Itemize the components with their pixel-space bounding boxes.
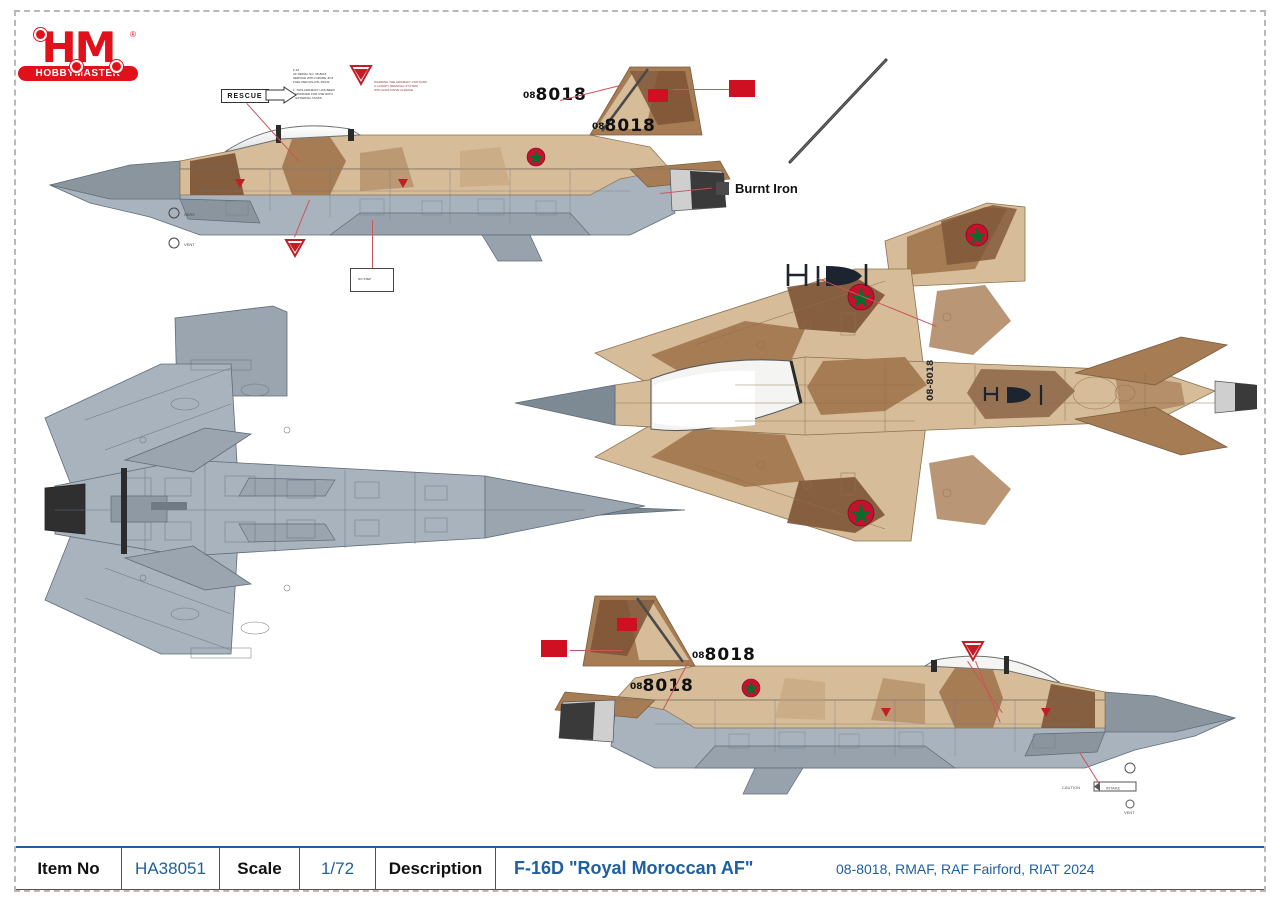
view-side-left-upper bbox=[48, 66, 731, 262]
ejection-seat-warning-icon bbox=[284, 239, 306, 259]
gear-icon bbox=[34, 28, 47, 41]
lower-stencil-details: INTAKE CAUTION VENT bbox=[1062, 762, 1137, 815]
flag-marking-swatch bbox=[541, 640, 567, 657]
description-note-cell: 08-8018, RMAF, RAF Fairford, RIAT 2024 bbox=[836, 860, 1095, 877]
registered-mark: ® bbox=[130, 30, 136, 39]
rescue-arrow-icon bbox=[265, 86, 297, 104]
burnt-iron-callout: Burnt Iron bbox=[716, 181, 798, 196]
serial-callout-tail-lower: 088018 bbox=[592, 116, 656, 136]
description-value-cell: F-16D "Royal Moroccan AF" bbox=[514, 858, 754, 878]
hobbymaster-logo: ® HM HOBBYMASTER bbox=[18, 26, 138, 90]
logo-wordmark: HOBBYMASTER bbox=[18, 66, 138, 81]
scale-label-cell: Scale bbox=[220, 848, 300, 889]
item-no-label-cell: Item No bbox=[16, 848, 122, 889]
leader-line bbox=[570, 650, 622, 651]
svg-text:INTAKE: INTAKE bbox=[1106, 786, 1120, 791]
roundel-icon bbox=[741, 678, 761, 698]
svg-text:CAUTION: CAUTION bbox=[1062, 785, 1080, 790]
stencil-detail-box bbox=[350, 268, 394, 292]
rescue-marking-callout: RESCUE bbox=[221, 89, 269, 103]
serial-callout-tail-lower: 088018 bbox=[630, 676, 694, 696]
flag-marking-swatch bbox=[729, 80, 755, 97]
svg-text:VENT: VENT bbox=[1124, 810, 1135, 815]
burnt-iron-swatch bbox=[716, 182, 729, 195]
spec-footer: Item No HA38051 Scale 1/72 Description F… bbox=[16, 846, 1264, 890]
ejection-seat-warning-icon bbox=[349, 65, 373, 87]
roundel-icon bbox=[847, 283, 875, 311]
nose-stencil-details: SERV VENT bbox=[168, 207, 195, 249]
view-bottom-plan bbox=[44, 305, 686, 659]
gear-icon bbox=[70, 60, 83, 73]
leader-line bbox=[673, 89, 729, 90]
serial-callout-tail-upper: 088018 bbox=[523, 85, 587, 105]
pitot-tube-part bbox=[788, 58, 888, 164]
roundel-icon bbox=[847, 499, 875, 527]
ejection-seat-warning-icon bbox=[961, 641, 985, 663]
gear-icon bbox=[110, 60, 123, 73]
roundel-icon bbox=[965, 223, 989, 247]
roundel-icon bbox=[526, 147, 546, 167]
svg-text:SERV: SERV bbox=[184, 212, 195, 217]
view-side-right-lower bbox=[554, 595, 1237, 795]
canopy-warning-text: WARNING THE AIRCRAFT CONTAINS A CANOPY R… bbox=[374, 80, 427, 93]
svg-text:08-8018: 08-8018 bbox=[926, 360, 936, 401]
leader-line bbox=[372, 220, 373, 268]
item-no-value-cell: HA38051 bbox=[122, 848, 220, 889]
view-top-plan: 08-8018 bbox=[514, 202, 1257, 542]
arabic-marking-callout bbox=[786, 264, 868, 286]
serial-callout-tail-upper: 088018 bbox=[692, 645, 756, 665]
stencil-text-block: F-16 AF SERIAL NO. 08-8018 SERVICE WITH … bbox=[293, 68, 335, 100]
arabic-marking bbox=[983, 385, 1043, 405]
description-label-cell: Description bbox=[376, 848, 496, 889]
svg-text:VENT: VENT bbox=[184, 242, 195, 247]
scale-value-cell: 1/72 bbox=[300, 848, 376, 889]
stencil-box-text: NO STEP bbox=[358, 277, 372, 281]
